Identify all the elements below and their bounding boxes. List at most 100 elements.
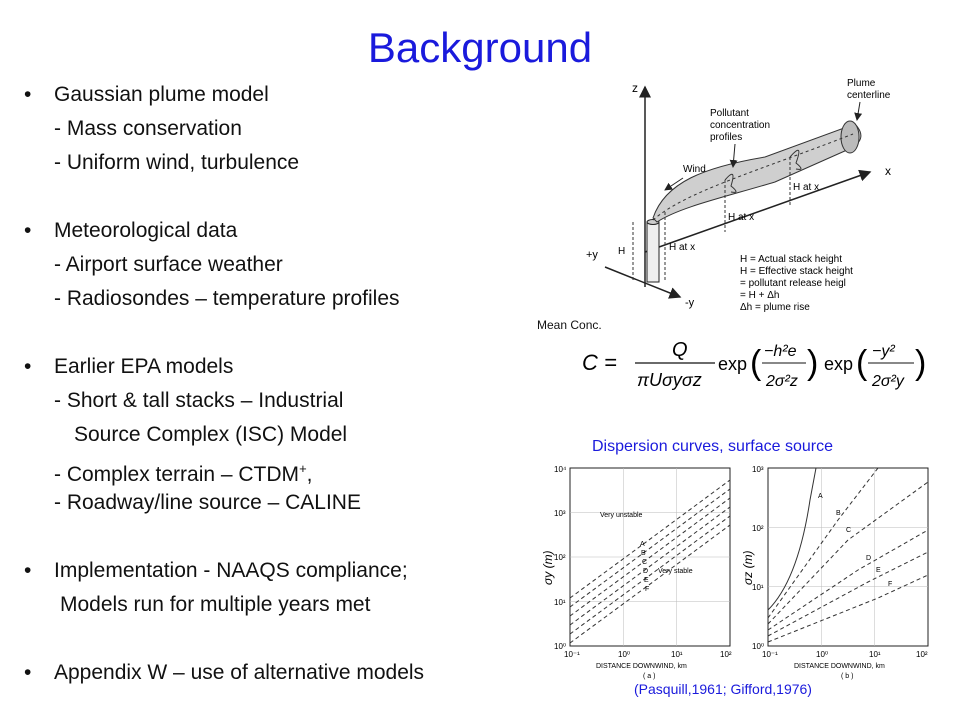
sigma-z-panel: ( b ) (841, 673, 853, 680)
ctdm-superscript: + (299, 461, 307, 476)
sub-item-ctdm: - Complex terrain – CTDM+, (24, 452, 524, 486)
sigma-z-xlabel: DISTANCE DOWNWIND, km (794, 663, 885, 670)
profiles-arrow (729, 143, 738, 168)
sigma-y-chart-class-D: D (643, 568, 648, 575)
sigma-y-chart-curve-F (569, 524, 731, 644)
sigma-z-chart: σz (m) 10³ 10² 10¹ 10⁰ 10⁻¹ 10⁰ 10¹ 10² … (741, 465, 929, 680)
sigma-z-chart-class-B: B (836, 510, 841, 517)
he-x3-label: H at x (793, 182, 819, 193)
formula-den: πUσyσz (637, 370, 702, 390)
bullet-text: Gaussian plume model (54, 83, 269, 106)
sigma-y-xlabel: DISTANCE DOWNWIND, km (596, 663, 687, 670)
bullet-list: •Gaussian plume model - Mass conservatio… (24, 78, 524, 690)
bullet-text: Meteorological data (54, 219, 238, 242)
ctdm-text: - Complex terrain – CTDM (54, 463, 300, 486)
plume (652, 123, 862, 223)
centerline (652, 133, 854, 221)
sub-item-uniform: - Uniform wind, turbulence (54, 151, 300, 174)
sigma-y-chart-class-B: B (641, 550, 646, 557)
legend-actual: H = Actual stack height (740, 254, 842, 265)
bullet-item-gaussian: •Gaussian plume model (24, 78, 524, 112)
sigma-z-chart-curve-A (767, 467, 817, 611)
sigma-z-ytick-1: 10² (752, 524, 764, 533)
sub-item-mass: - Mass conservation (54, 117, 242, 140)
plume-diagram: z x +y -y H H at x H at x H at x Plume c… (586, 78, 891, 312)
concentration-label: concentration (710, 120, 770, 131)
sigma-y-curves (569, 479, 731, 644)
formula-lhs: C = (582, 350, 617, 375)
sigma-y-ytick-3: 10¹ (554, 598, 566, 607)
plus-y-label: +y (586, 249, 598, 261)
sigma-z-ytick-0: 10³ (752, 465, 764, 474)
profiles-label: profiles (710, 132, 742, 143)
formula-paren2: ) (807, 344, 818, 382)
sub-item-isc: Source Complex (ISC) Model (74, 423, 348, 446)
z-label: z (632, 81, 638, 95)
bullet-item-epa: • Earlier EPA models (24, 350, 524, 384)
sigma-y-chart-curve-D (569, 506, 731, 626)
formula-f2-num: −y² (872, 343, 895, 360)
bullet-marker: • (24, 355, 32, 378)
sub-item-models-run: Models run for multiple years met (60, 593, 371, 616)
sigma-y-chart-class-E: E (644, 577, 649, 584)
sigma-z-xtick-2: 10¹ (869, 650, 881, 659)
mean-conc-label: Mean Conc. (537, 318, 602, 332)
sub-item-airport: - Airport surface weather (54, 253, 283, 276)
sigma-y-ytick-1: 10³ (554, 509, 566, 518)
sigma-y-xtick-1: 10⁰ (618, 650, 630, 659)
sigma-y-chart-curve-B (569, 488, 731, 608)
hs-label: H (618, 246, 625, 257)
formula-f2-den: 2σ²y (871, 373, 905, 390)
wind-arrow (664, 177, 684, 191)
formula-exp1: exp (718, 354, 747, 374)
gaussian-formula: C = Q πUσyσz exp ( −h²e 2σ²z ) exp ( −y²… (582, 339, 926, 390)
sigma-y-panel: ( a ) (643, 673, 655, 680)
bullet-marker: • (24, 559, 32, 582)
bullet-text: Earlier EPA models (54, 355, 234, 378)
sigma-y-ytick-2: 10² (554, 553, 566, 562)
formula-paren1: ( (750, 344, 762, 382)
sub-item-radiosondes: - Radiosondes – temperature profiles (54, 287, 400, 310)
sigma-z-xtick-1: 10⁰ (816, 650, 828, 659)
formula-num: Q (672, 339, 688, 361)
sigma-y-chart-curve-E (569, 515, 731, 635)
sigma-z-chart-class-D: D (866, 555, 871, 562)
sigma-z-xtick-0: 10⁻¹ (762, 650, 778, 659)
sigma-z-chart-curve-C (767, 481, 929, 625)
legend-release: = pollutant release heigl (740, 278, 846, 289)
legend-effective: H = Effective stack height (740, 266, 853, 277)
sub-item-short: - Short & tall stacks – Industrial (54, 389, 344, 412)
formula-paren3: ( (856, 344, 868, 382)
profile-1 (724, 173, 737, 193)
sigma-y-chart-class-A: A (640, 541, 645, 548)
very-stable-label: Very stable (658, 568, 693, 575)
sigma-y-ytick-0: 10⁴ (554, 465, 567, 474)
sigma-y-ylabel: σy (m) (541, 550, 555, 585)
sigma-y-chart-class-C: C (642, 559, 647, 566)
sigma-z-chart-class-F: F (888, 581, 892, 588)
he-x2-label: H at x (728, 212, 754, 223)
sigma-z-grid (768, 468, 928, 646)
bullet-item-met: • Meteorological data (24, 214, 524, 248)
sigma-y-chart-curve-C (569, 497, 731, 617)
legend-sum: = H + Δh (740, 290, 779, 301)
sigma-y-xtick-0: 10⁻¹ (564, 650, 580, 659)
bullet-marker: • (24, 661, 32, 684)
sigma-z-xtick-3: 10² (916, 650, 928, 659)
sigma-z-chart-curve-E (767, 551, 929, 637)
plume-arrow (854, 101, 863, 121)
formula-f1-den: 2σ²z (765, 373, 798, 390)
bullet-text: Implementation - NAAQS compliance; (54, 559, 408, 582)
sigma-y-xtick-2: 10¹ (671, 650, 683, 659)
sigma-z-chart-class-A: A (818, 493, 823, 500)
sigma-z-chart-curve-B (767, 467, 879, 619)
formula-exp2: exp (824, 354, 853, 374)
sigma-y-chart-class-F: F (645, 586, 649, 593)
profile-2 (789, 149, 802, 170)
bullet-marker: • (24, 219, 32, 242)
wind-label: Wind (683, 164, 706, 175)
page-title: Background (367, 24, 593, 71)
ctdm-comma: , (306, 463, 313, 486)
